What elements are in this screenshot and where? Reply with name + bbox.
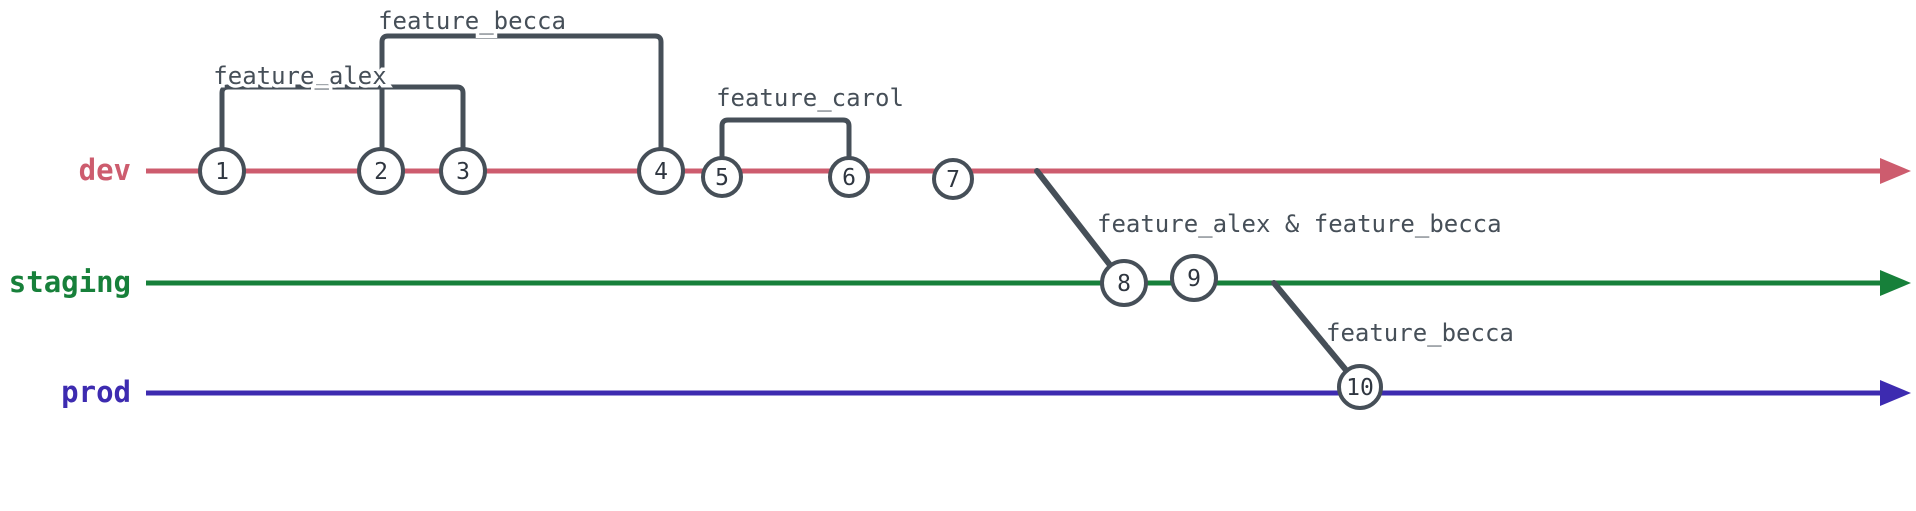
commit-node-1[interactable]: 1 [198,147,246,195]
commit-nodes-group: 1 2 3 4 5 6 7 8 9 10 [198,147,1383,410]
feature-label-alex: feature_alex [213,62,386,90]
branch-label-dev: dev [79,153,131,187]
commit-node-label: 5 [715,165,729,191]
commit-node-label: 3 [456,159,470,185]
commit-node-circle[interactable] [198,147,246,195]
commit-node-label: 8 [1117,271,1131,297]
feature-label-becca: feature_becca [378,7,566,35]
commit-node-8[interactable]: 8 [1100,259,1148,307]
commit-node-4[interactable]: 4 [637,147,685,195]
commit-node-7[interactable]: 7 [932,158,974,200]
commit-node-2[interactable]: 2 [357,147,405,195]
commit-node-circle[interactable] [439,147,487,195]
commit-node-circle[interactable] [1170,254,1218,302]
commit-node-circle[interactable] [637,147,685,195]
commit-node-circle[interactable] [1100,259,1148,307]
commit-node-label: 2 [374,159,388,185]
commit-node-label: 4 [654,159,668,185]
branch-label-staging: staging [9,265,131,299]
commit-node-circle[interactable] [357,147,405,195]
branch-lines-group [146,158,1911,406]
branch-labels-group: dev staging prod [9,153,131,409]
commit-node-6[interactable]: 6 [828,156,870,198]
feature-bracket-alex [219,84,466,152]
commit-node-5[interactable]: 5 [701,156,743,198]
feature-label-carol: feature_carol [716,84,904,112]
commit-node-9[interactable]: 9 [1170,254,1218,302]
feature-bracket-carol [719,117,852,161]
commit-node-label: 6 [842,165,856,191]
feature-brackets-group [219,33,852,161]
commit-node-3[interactable]: 3 [439,147,487,195]
commit-node-label: 7 [946,167,960,193]
branch-label-prod: prod [61,375,131,409]
commit-node-label: 10 [1346,375,1374,401]
feature-bracket-becca [379,33,664,152]
commit-node-circle[interactable] [701,156,743,198]
commit-node-circle[interactable] [828,156,870,198]
commit-node-label: 9 [1187,266,1201,292]
feature-label-texts-group: feature_alex feature_becca feature_carol… [210,4,1518,351]
commit-node-circle[interactable] [932,158,974,200]
commit-node-circle[interactable] [1337,364,1383,410]
merge-label-alex-and-becca: feature_alex & feature_becca [1097,210,1502,238]
merge-label-becca: feature_becca [1326,319,1514,347]
commit-node-10[interactable]: 10 [1337,364,1383,410]
commit-node-label: 1 [215,159,229,185]
